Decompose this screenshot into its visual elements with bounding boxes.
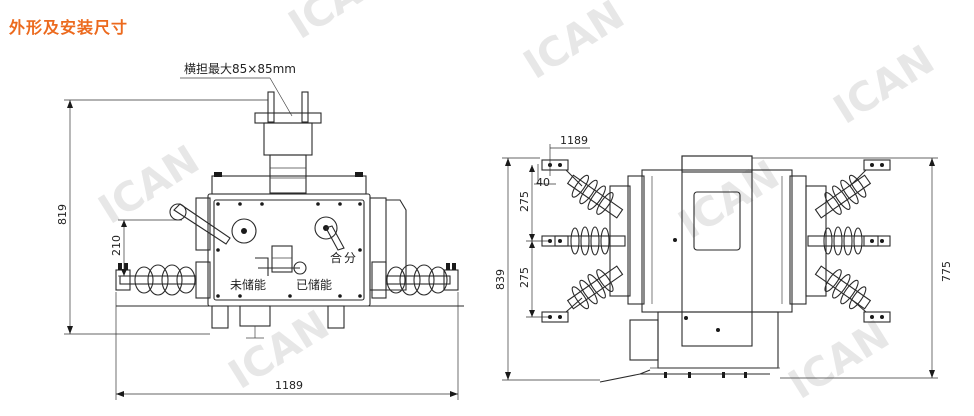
crossarm-note: 横担最大85×85mm — [184, 62, 296, 76]
dim-height-819: 819 — [56, 204, 69, 225]
enclosure-door — [213, 199, 365, 301]
front-view: 横担最大85×85mm — [56, 62, 464, 400]
left-foot — [211, 305, 229, 329]
top-plate — [211, 175, 367, 195]
page-title: 外形及安装尺寸 — [9, 18, 129, 37]
top-rod-right — [301, 91, 309, 123]
side-lower-box — [657, 311, 779, 369]
side-ct-box — [629, 319, 659, 361]
position-indicator — [271, 245, 293, 273]
left-bushing-insulator — [115, 261, 211, 299]
dim-height-775: 775 — [940, 261, 953, 282]
bottom-box — [239, 305, 271, 327]
right-foot — [327, 305, 345, 329]
watermark-logo: ICAN — [781, 312, 898, 409]
operating-handle — [325, 225, 345, 251]
dim-top-1189: 1189 — [560, 134, 588, 147]
side-lever — [173, 203, 231, 245]
bracket-stem — [269, 154, 307, 194]
side-mechanism-column — [681, 155, 753, 347]
right-bushing-housing — [805, 185, 827, 297]
dim-height-839: 839 — [494, 269, 507, 290]
right-side-bracket — [369, 197, 387, 291]
label-charged: 已储能 — [296, 277, 332, 292]
watermark-logo: ICAN — [516, 0, 633, 88]
watermark-logo: ICAN — [826, 37, 943, 134]
label-close: 合 — [330, 250, 342, 265]
watermark-logo: ICAN — [671, 152, 788, 249]
dim-offset-210: 210 — [110, 235, 123, 256]
side-panel-left — [627, 175, 645, 305]
dim-spacing-275-upper: 275 — [518, 191, 531, 212]
side-window — [693, 191, 741, 251]
dim-width-1189: 1189 — [275, 379, 303, 392]
dim-spacing-275-lower: 275 — [518, 267, 531, 288]
right-bushings — [805, 159, 891, 323]
left-bushings — [541, 159, 631, 323]
top-rod-left — [267, 91, 275, 123]
right-bushing-insulator — [371, 261, 459, 299]
left-bushing-housing — [609, 185, 631, 297]
left-side-bracket — [195, 197, 211, 251]
crossarm-clamp — [254, 112, 322, 124]
label-uncharged: 未储能 — [230, 277, 266, 292]
side-view: 1189 40 275 275 839 775 — [494, 134, 953, 383]
mounting-bracket — [263, 122, 313, 156]
manual-operate-knob — [314, 216, 338, 240]
watermark-logo: ICAN — [281, 0, 398, 48]
dim-40: 40 — [536, 176, 550, 189]
watermark-logo: ICAN — [91, 137, 208, 234]
label-open: 分 — [344, 251, 356, 265]
spring-charge-knob — [231, 218, 257, 244]
